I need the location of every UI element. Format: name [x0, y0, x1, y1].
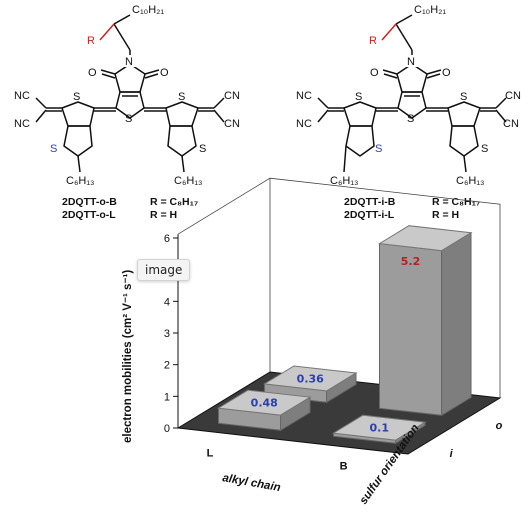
- compound-name-o-l: 2DQTT-o-L: [62, 209, 116, 221]
- bar-L-o: 0.36: [262, 365, 358, 404]
- r-def-o-l: R = H: [150, 209, 177, 221]
- molecule-left-labels: C₁₀H₂₁ R N O O S S S S S NC NC CN CN C₆H…: [14, 4, 240, 221]
- bar-top-face: [331, 414, 427, 441]
- cn-right-mol-left-upper: NC: [296, 90, 312, 102]
- bar-chart-3d: 0123456 0.365.20.480.1 electron mobiliti…: [122, 177, 503, 507]
- bar-side-face: [441, 231, 472, 417]
- hexyl-left-1: C₆H₁₃: [66, 175, 95, 187]
- y-tick-label-0: 0: [164, 423, 170, 435]
- cn-right-mol-left-lower: NC: [296, 118, 312, 130]
- compound-name-i-b: 2DQTT-i-B: [344, 196, 396, 208]
- r-def-o-b: R = C₈H₁₇: [150, 196, 198, 208]
- s-atom-left-bottom: S: [50, 143, 57, 155]
- cn-left-lower: NC: [14, 118, 30, 130]
- s-atom-right-mol-right-bottom: S: [481, 143, 488, 155]
- s-atom-right-mol-left-bottom: S: [375, 143, 382, 155]
- s-atom-center-left: S: [125, 113, 132, 125]
- n-atom-right: N: [407, 56, 415, 68]
- molecule-right: [317, 14, 507, 173]
- s-atom-right-mol-left-top: S: [355, 91, 362, 103]
- compound-name-o-b: 2DQTT-o-B: [62, 196, 117, 208]
- bar-front-face: [378, 243, 443, 416]
- cn-left-upper: NC: [14, 90, 30, 102]
- hexyl-right-2: C₆H₁₃: [456, 175, 485, 187]
- y-axis-label: electron mobilities (cm² V⁻¹ s⁻¹): [122, 270, 134, 443]
- r-label-right: R: [369, 35, 377, 47]
- alkyl-label-right: C₁₀H₂₁: [414, 4, 446, 16]
- x-axis-label: alkyl chain: [221, 472, 281, 494]
- cn-right-upper: CN: [224, 90, 240, 102]
- s-atom-right-top: S: [178, 91, 185, 103]
- bar-B-o: 5.2: [377, 225, 473, 417]
- hexyl-left-2: C₆H₁₃: [174, 175, 203, 187]
- bar-top-face: [262, 365, 358, 392]
- o-atom-right-2: O: [442, 67, 451, 79]
- o-atom-left-1: O: [88, 67, 97, 79]
- x-category-B: B: [340, 461, 348, 473]
- r-def-i-l: R = H: [432, 209, 459, 221]
- s-atom-right-mol-right-top: S: [460, 91, 467, 103]
- o-atom-right-1: O: [370, 67, 379, 79]
- bar-value-label: 0.48: [251, 397, 278, 410]
- bar-L-i: 0.48: [216, 389, 312, 432]
- cn-right-mol-right-lower: CN: [503, 118, 519, 130]
- bar-top-face: [216, 389, 312, 416]
- hexyl-right-1: C₆H₁₃: [330, 175, 359, 187]
- s-atom-left-top: S: [73, 91, 80, 103]
- y-tick-label-3: 3: [164, 328, 170, 340]
- image-tooltip: image: [137, 259, 191, 281]
- s-atom-right-bottom: S: [199, 143, 206, 155]
- n-atom-left: N: [125, 56, 133, 68]
- y-tick-label-2: 2: [164, 360, 170, 372]
- compound-name-i-l: 2DQTT-i-L: [344, 209, 395, 221]
- chart-y-ticks: 0123456: [164, 233, 178, 435]
- bar-value-label: 0.36: [297, 372, 324, 385]
- y-tick-label-1: 1: [164, 391, 170, 403]
- r-label-left: R: [87, 35, 95, 47]
- bar-value-label: 5.2: [401, 255, 421, 268]
- cn-right-lower: CN: [224, 118, 240, 130]
- molecule-left: [35, 14, 225, 173]
- bar-B-i: 0.1: [331, 414, 427, 445]
- molecule-right-labels: C₁₀H₂₁ R N O O S S S S S NC NC CN CN C₆H…: [296, 4, 521, 221]
- y-tick-label-6: 6: [164, 233, 170, 245]
- chart-bars: 0.36 5.2 0.48 0.1: [216, 225, 473, 445]
- z-category-o: o: [496, 420, 503, 432]
- o-atom-left-2: O: [160, 67, 169, 79]
- s-atom-center-right: S: [407, 113, 414, 125]
- bar-value-label: 0.1: [370, 422, 390, 435]
- y-tick-label-4: 4: [164, 296, 170, 308]
- alkyl-label-left: C₁₀H₂₁: [132, 4, 164, 16]
- cn-right-mol-right-upper: CN: [505, 90, 521, 102]
- x-category-L: L: [207, 448, 214, 460]
- r-def-i-b: R = C₈H₁₇: [432, 196, 480, 208]
- back-wall-outline: [177, 177, 501, 398]
- z-category-i: i: [450, 448, 454, 460]
- bar-top-face: [377, 225, 473, 252]
